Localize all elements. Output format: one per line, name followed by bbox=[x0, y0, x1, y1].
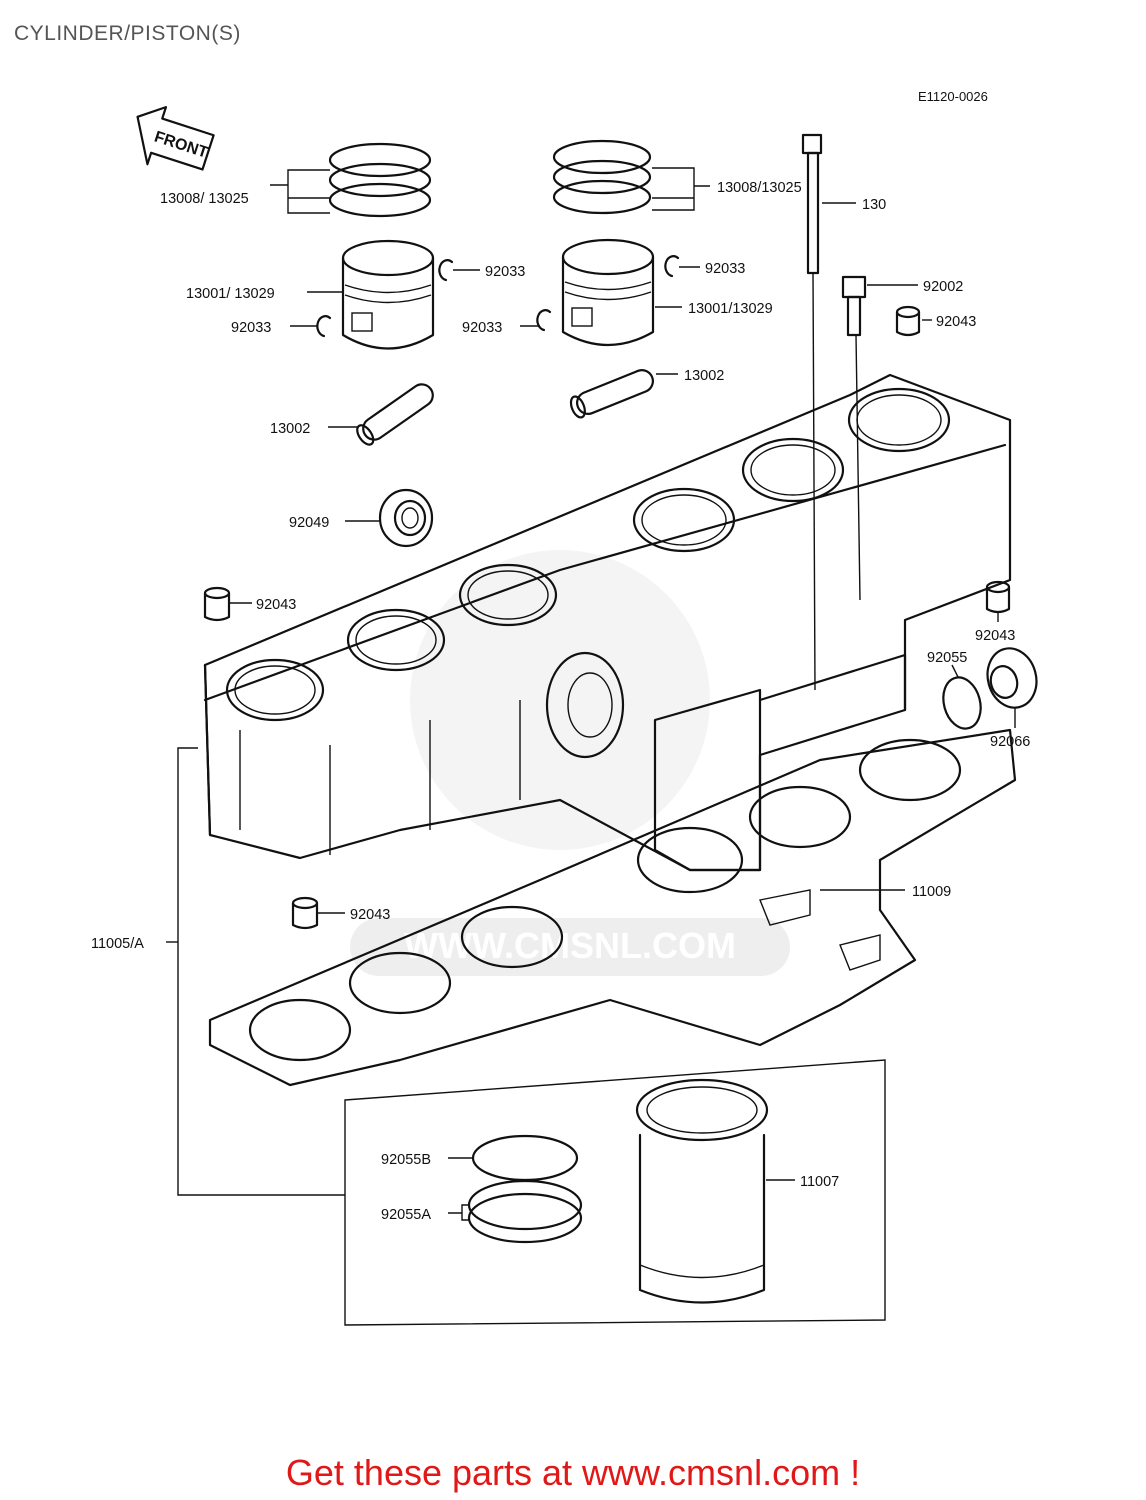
circlips bbox=[316, 255, 680, 338]
callout-pin-left: 13002 bbox=[270, 421, 310, 437]
cylinder-bracket bbox=[177, 747, 345, 1196]
callout-bolt-short: 92002 bbox=[923, 279, 963, 295]
callout-liner: 11007 bbox=[800, 1174, 839, 1190]
page-title: CYLINDER/PISTON(S) bbox=[14, 22, 241, 45]
callout-head-gasket: 11009 bbox=[912, 884, 951, 900]
callout-circlip-left-bottom: 92033 bbox=[231, 320, 271, 336]
callout-labels: 13008/ 13025 13008/13025 130 92033 92033… bbox=[91, 180, 1030, 1223]
callout-rings-right: 13008/13025 bbox=[717, 180, 802, 196]
callout-cylinder: 11005/A bbox=[91, 936, 144, 952]
long-bolt bbox=[801, 133, 823, 691]
piston-left bbox=[341, 239, 435, 350]
watermark-text: WWW.CMSNL.COM bbox=[404, 925, 736, 966]
short-bolt bbox=[841, 275, 867, 601]
callout-pin-right: 13002 bbox=[684, 368, 724, 384]
piston-right bbox=[561, 238, 655, 347]
callout-ring-b: 92055B bbox=[381, 1152, 431, 1168]
watermark: WWW.CMSNL.COM bbox=[350, 550, 790, 976]
callout-piston-right: 13001/13029 bbox=[688, 301, 773, 317]
cylinder-block bbox=[203, 373, 1012, 872]
callout-dowel-left: 92043 bbox=[256, 597, 296, 613]
callout-fitting: 92066 bbox=[990, 734, 1030, 750]
callout-circlip-right-top: 92033 bbox=[705, 261, 745, 277]
piston-rings-right bbox=[552, 139, 652, 215]
group-bracket bbox=[344, 1059, 886, 1326]
callout-ring-a: 92055A bbox=[381, 1207, 431, 1223]
callout-oil-seal: 92049 bbox=[289, 515, 329, 531]
callout-rings-left: 13008/ 13025 bbox=[160, 191, 249, 207]
fitting bbox=[986, 647, 1038, 709]
leader-lines bbox=[166, 167, 1016, 1221]
callout-circlip-left-top: 92033 bbox=[485, 264, 525, 280]
callout-piston-left: 13001/ 13029 bbox=[186, 286, 275, 302]
promo-link[interactable]: Get these parts at www.cmsnl.com ! bbox=[285, 1452, 861, 1493]
callout-o-ring: 92055 bbox=[927, 650, 967, 666]
diagram-code: E1120-0026 bbox=[918, 89, 988, 104]
piston-rings-left bbox=[328, 142, 432, 218]
head-gasket bbox=[208, 728, 1017, 1087]
callout-dowel-top-right: 92043 bbox=[936, 314, 976, 330]
cylinder-liner bbox=[635, 1078, 769, 1304]
callout-dowel-right: 92043 bbox=[975, 628, 1015, 644]
front-arrow-icon: FRONT bbox=[136, 106, 215, 171]
callout-circlip-right-bottom: 92033 bbox=[462, 320, 502, 336]
callout-bolt-long: 130 bbox=[862, 197, 886, 213]
piston-pin-right bbox=[569, 369, 654, 419]
piston-pin-left bbox=[356, 383, 434, 446]
callout-dowel-bottom: 92043 bbox=[350, 907, 390, 923]
liner-rings bbox=[467, 1134, 583, 1244]
oil-seal bbox=[378, 488, 434, 548]
o-ring bbox=[942, 676, 982, 730]
